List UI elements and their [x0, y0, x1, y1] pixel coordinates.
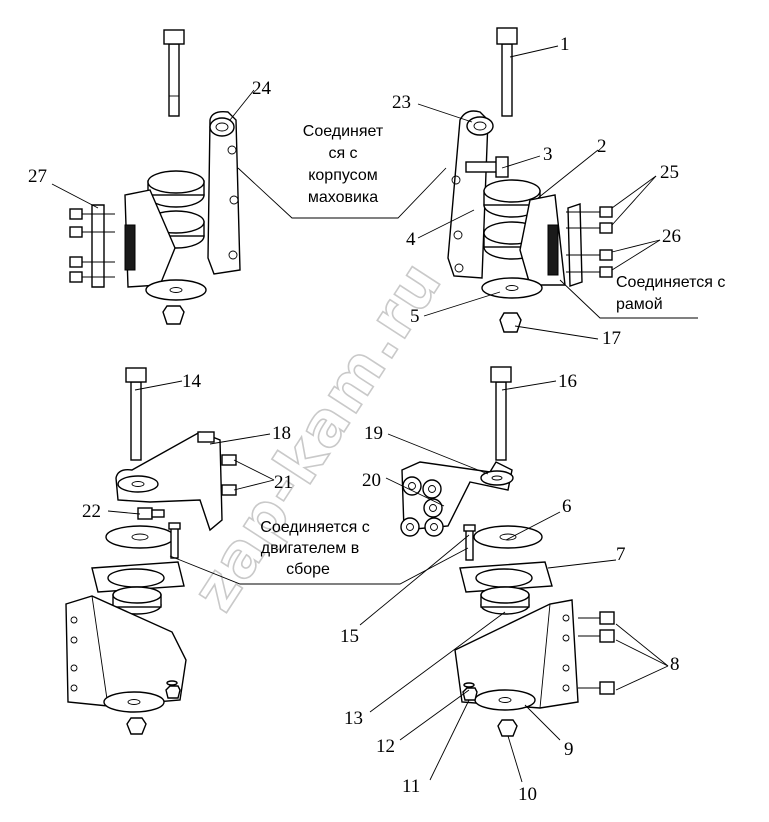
svg-text:Соединяет: Соединяет	[303, 123, 384, 140]
callout-18: 18	[272, 423, 291, 444]
svg-text:маховика: маховика	[308, 189, 378, 206]
callout-15: 15	[340, 626, 359, 647]
callout-27: 27	[28, 166, 47, 187]
note-engine-assembly: Соединяется с двигателем в сборе	[260, 519, 369, 578]
bottom-right-mount-assembly	[454, 524, 615, 737]
connection-lines	[169, 167, 698, 585]
callout-17: 17	[602, 328, 621, 349]
note-flywheel-housing: Соединяет ся с корпусом маховика	[303, 123, 384, 206]
bolts-8	[578, 611, 615, 695]
callout-7: 7	[616, 544, 626, 565]
callout-9: 9	[564, 739, 574, 760]
callout-5: 5	[410, 306, 420, 327]
callout-13: 13	[344, 708, 363, 729]
svg-text:Соединяется с: Соединяется с	[616, 274, 725, 291]
bottom-left-mount-assembly	[65, 522, 187, 735]
callout-23: 23	[392, 92, 411, 113]
callout-22: 22	[82, 501, 101, 522]
callout-21: 21	[274, 472, 293, 493]
callout-numbers: 1 2 3 4 5 6 7 8 9 10 11 12 13 14 15 16 1…	[28, 34, 681, 805]
svg-text:Соединяется с: Соединяется с	[260, 519, 369, 536]
callout-24: 24	[252, 78, 272, 99]
top-left-mount-assembly	[69, 29, 241, 325]
top-right-mount-assembly	[447, 27, 613, 333]
svg-text:ся с: ся с	[328, 145, 357, 162]
bushings-20	[400, 476, 444, 537]
callout-26: 26	[662, 226, 681, 247]
callout-25: 25	[660, 162, 679, 183]
callout-14: 14	[182, 371, 202, 392]
callout-16: 16	[558, 371, 577, 392]
svg-text:сборе: сборе	[286, 561, 330, 578]
callout-10: 10	[518, 784, 537, 805]
middle-right-bracket-assembly	[400, 366, 514, 537]
leader-lines	[51, 45, 669, 783]
svg-text:корпусом: корпусом	[308, 167, 378, 184]
callout-6: 6	[562, 496, 572, 517]
svg-text:рамой: рамой	[616, 296, 663, 313]
callout-1: 1	[560, 34, 570, 55]
callout-20: 20	[362, 470, 381, 491]
callout-12: 12	[376, 736, 395, 757]
middle-left-bracket-assembly	[115, 367, 237, 532]
plate-bolts-right	[566, 206, 613, 278]
callout-11: 11	[402, 776, 420, 797]
callout-4: 4	[406, 229, 416, 250]
svg-text:двигателем в: двигателем в	[261, 540, 360, 557]
callout-3: 3	[543, 144, 553, 165]
note-frame: Соединяется с рамой	[616, 274, 725, 313]
callout-8: 8	[670, 654, 680, 675]
callout-19: 19	[364, 423, 383, 444]
callout-2: 2	[597, 136, 607, 157]
plate-bolts-left	[69, 208, 115, 283]
